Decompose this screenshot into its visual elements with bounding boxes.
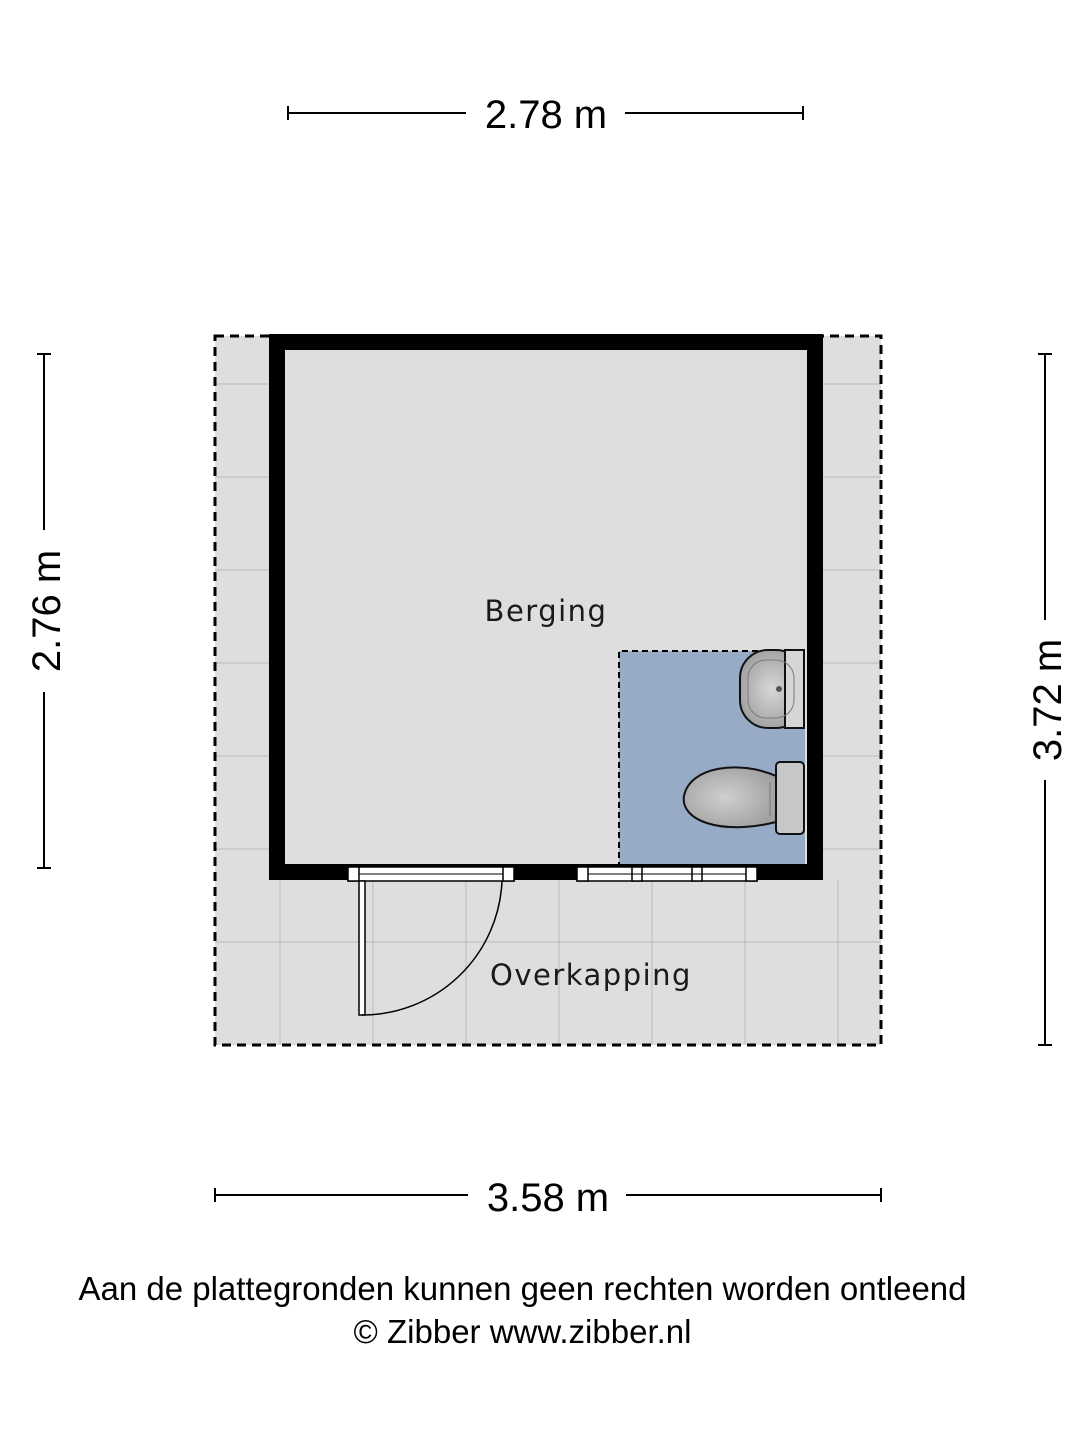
walls: [269, 334, 823, 880]
tile-grid: [215, 383, 881, 1045]
dimension-right: [1038, 353, 1052, 1046]
dimension-top: [287, 106, 804, 120]
room-label-overkapping: Overkapping: [490, 958, 692, 992]
dimension-bottom: [214, 1188, 882, 1202]
copyright-text: © Zibber www.zibber.nl: [353, 1313, 692, 1350]
dimension-left: [37, 353, 51, 869]
sink-icon: [739, 649, 805, 729]
dimension-bottom-label: 3.58 m: [487, 1176, 609, 1220]
dimension-right-label: 3.72 m: [1026, 639, 1070, 761]
dimension-top-label: 2.78 m: [485, 93, 607, 137]
toilet-icon: [682, 761, 805, 835]
dimension-left-label: 2.76 m: [25, 550, 69, 672]
window-icon: [576, 866, 758, 882]
disclaimer-text: Aan de plattegronden kunnen geen rechten…: [78, 1270, 967, 1307]
room-label-berging: Berging: [485, 594, 608, 628]
door-swing-icon: [347, 866, 515, 1016]
